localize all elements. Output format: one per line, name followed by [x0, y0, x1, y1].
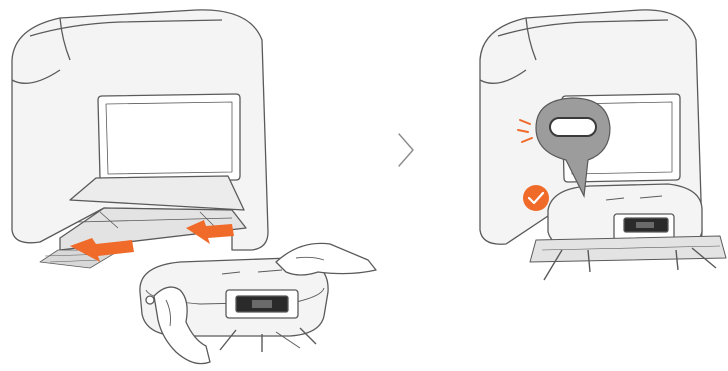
step-2-drawing — [440, 0, 728, 371]
checkmark-icon — [523, 185, 549, 211]
chevron-right-icon — [395, 130, 419, 170]
indicator-light-icon — [550, 118, 596, 136]
step-1-drawing — [0, 0, 380, 371]
robot-vacuum-docked — [530, 184, 726, 280]
step-2-panel — [440, 0, 728, 371]
step-1-panel — [0, 0, 380, 371]
